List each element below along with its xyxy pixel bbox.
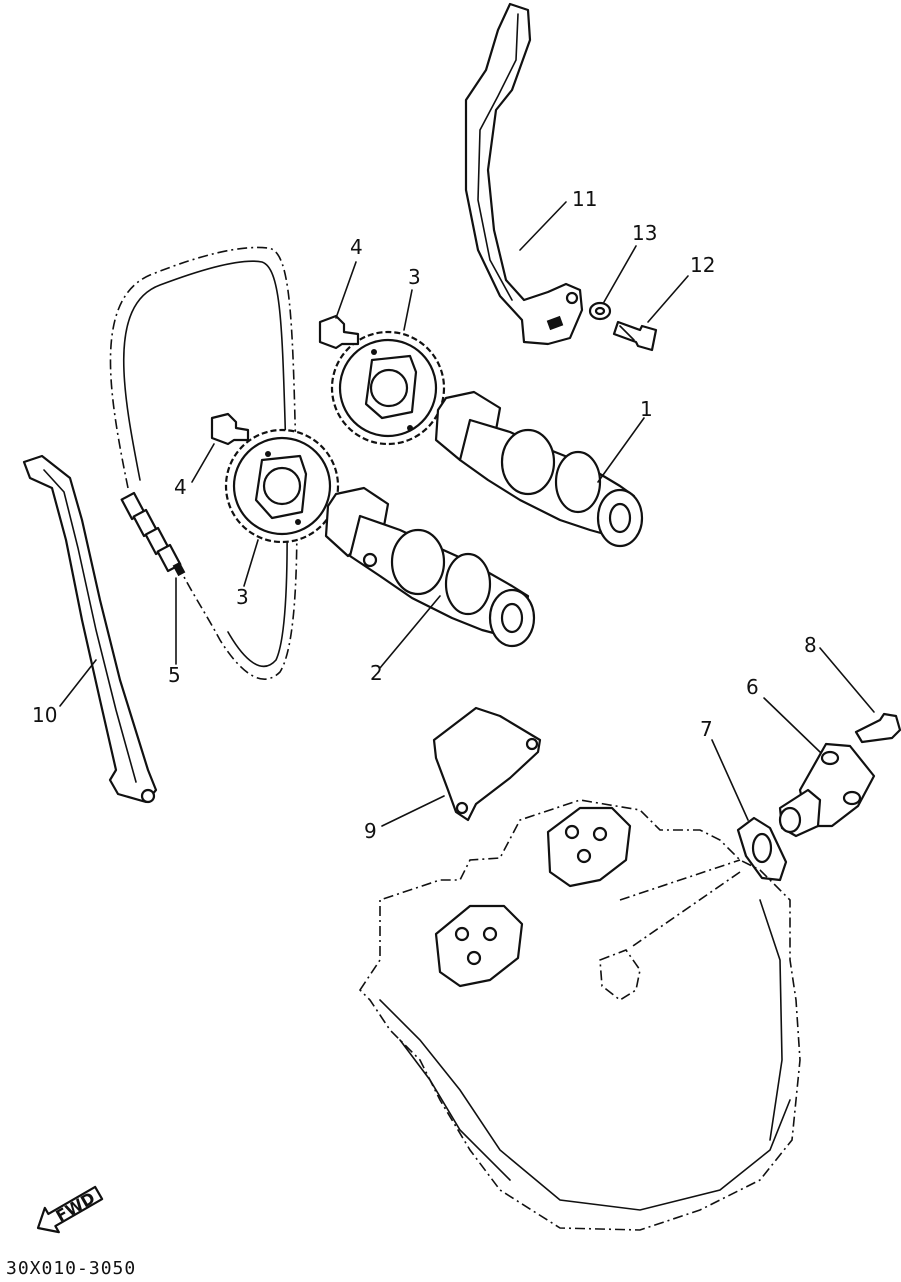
arrow-fwd-icon: [36, 1185, 104, 1234]
callout-numbers: 1 2 3 3 4 4 5 6 7 8 9 10 11 12 13: [32, 187, 817, 843]
valve-lifter-block-lower: [434, 904, 524, 988]
callout-timing-chain: 5: [168, 663, 181, 687]
bracket-cover: [432, 706, 542, 822]
callout-sprocket-lower: 3: [236, 585, 249, 609]
callout-camshaft-intake: 2: [370, 661, 383, 685]
callout-bolt-upper: 4: [350, 235, 363, 259]
chain-links: [120, 491, 186, 577]
callout-bolt-lower: 4: [174, 475, 187, 499]
tensioner-bolt: [854, 712, 901, 744]
callout-chain-guide-front: 10: [32, 703, 57, 727]
callout-guide-bolt: 12: [690, 253, 715, 277]
chain-guide-rear: [464, 2, 584, 346]
cylinder-head: [358, 799, 801, 1231]
fwd-label: FWD: [53, 1188, 99, 1225]
timing-chain: [109, 246, 298, 680]
camshaft-exhaust: [434, 390, 644, 548]
tensioner: [778, 742, 876, 838]
callout-guide-washer: 13: [632, 221, 657, 245]
bolt-lower: [210, 412, 250, 446]
bolt-upper: [318, 314, 360, 350]
gasket: [736, 816, 788, 882]
guide-washer: [588, 301, 612, 321]
callout-sprocket-upper: 3: [408, 265, 421, 289]
callout-tensioner-bolt: 8: [804, 633, 817, 657]
callout-camshaft-exhaust: 1: [640, 397, 653, 421]
guide-bolt: [612, 320, 658, 352]
callout-gasket: 7: [700, 717, 713, 741]
drawing-code: 30X010-3050: [6, 1258, 136, 1279]
fwd-arrow: FWD: [36, 1185, 104, 1234]
callout-chain-guide-rear: 11: [572, 187, 597, 211]
callout-bracket-cover: 9: [364, 819, 377, 843]
chain-guide-front: [22, 454, 158, 804]
leader-lines: [59, 201, 875, 949]
callout-tensioner: 6: [746, 675, 759, 699]
sprocket-lower: [224, 428, 340, 544]
sprocket-upper: [330, 330, 446, 446]
valve-lifter-block-upper: [546, 806, 632, 888]
camshaft-intake: [324, 486, 536, 648]
